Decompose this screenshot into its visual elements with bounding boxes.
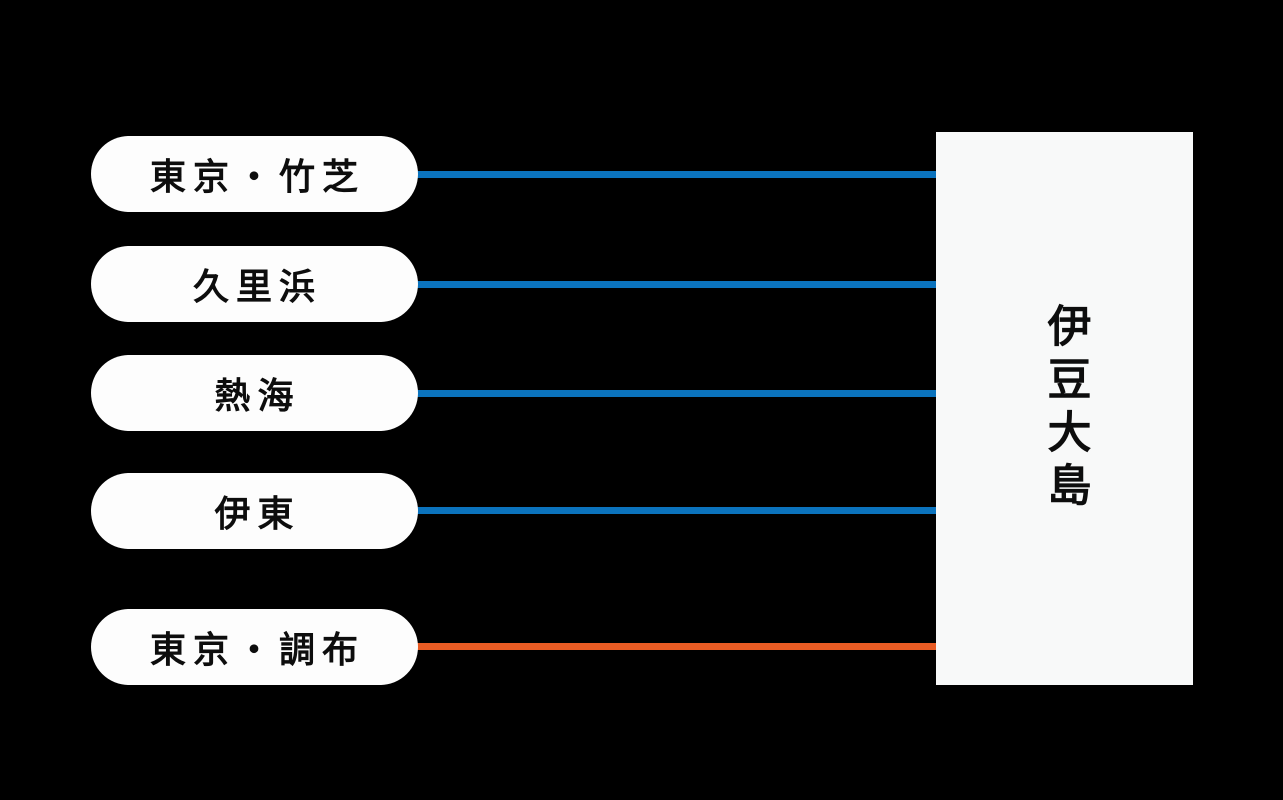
- origin-node-tokyo-takeshiba: 東京・竹芝: [91, 136, 418, 212]
- origin-label: 熱海: [214, 376, 301, 416]
- route-line-tokyo-takeshiba: [412, 171, 936, 178]
- route-line-tokyo-chofu: [412, 643, 936, 650]
- route-line-kurihama: [412, 281, 936, 288]
- destination-node-izu-oshima: 伊豆大島: [936, 132, 1193, 685]
- origin-node-tokyo-chofu: 東京・調布: [91, 609, 418, 685]
- origin-node-atami: 熱海: [91, 355, 418, 431]
- origin-label: 東京・竹芝: [149, 157, 365, 197]
- origin-node-kurihama: 久里浜: [91, 246, 418, 322]
- destination-label: 伊豆大島: [1040, 302, 1090, 515]
- origin-label: 久里浜: [192, 267, 322, 307]
- route-line-atami: [412, 390, 936, 397]
- origin-node-ito: 伊東: [91, 473, 418, 549]
- origin-label: 伊東: [214, 494, 301, 534]
- origin-label: 東京・調布: [149, 630, 365, 670]
- route-line-ito: [412, 507, 936, 514]
